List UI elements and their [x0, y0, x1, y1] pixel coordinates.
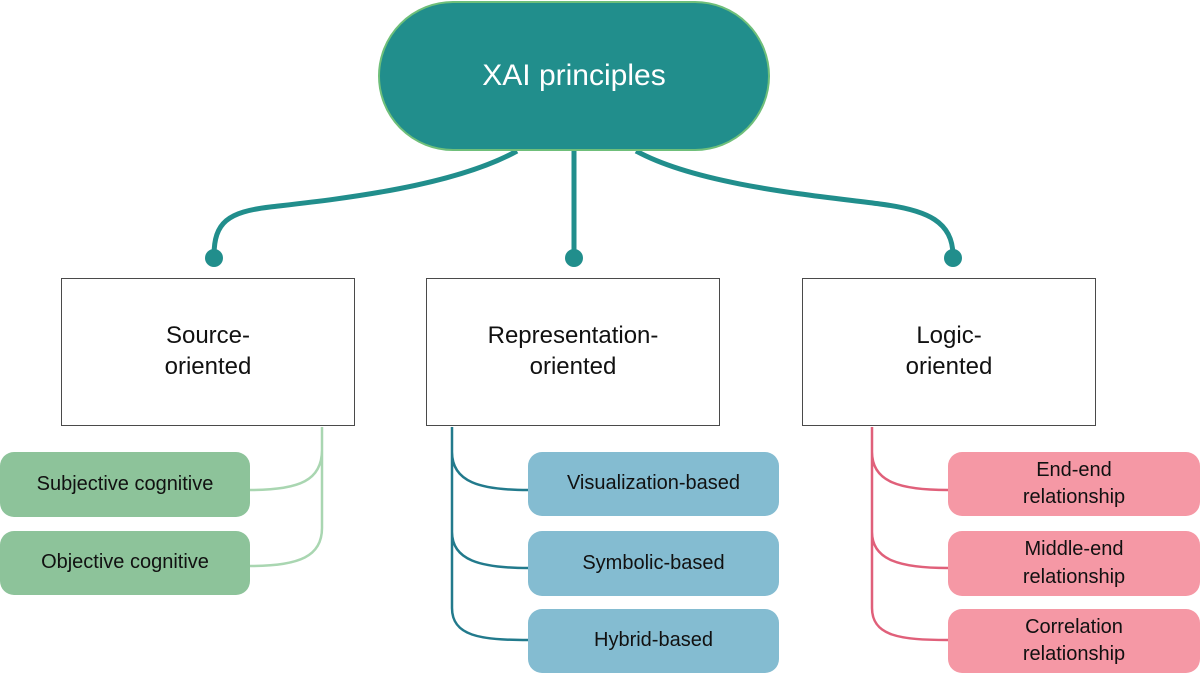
- source-bracket-lines: [249, 427, 324, 568]
- connector-root-to-logic: [634, 148, 956, 257]
- root-node-xai-principles: XAI principles: [378, 1, 770, 151]
- leaf-label: Subjective cognitive: [36, 472, 214, 495]
- representation-bracket-lines: [450, 427, 529, 642]
- leaf-label: Objective cognitive: [41, 551, 209, 574]
- leaf-label-line2: relationship: [1022, 643, 1126, 665]
- leaf-label-line1: Correlation: [1025, 615, 1123, 638]
- category-label-line2: oriented: [905, 353, 993, 380]
- root-label: XAI principles: [482, 59, 666, 92]
- connector-dot-representation: [565, 249, 583, 267]
- leaf-symbolic-based: Symbolic-based: [528, 531, 779, 596]
- leaf-hybrid-based: Hybrid-based: [528, 609, 779, 673]
- category-source-oriented: Source- oriented: [61, 278, 355, 426]
- leaf-label-line2: relationship: [1022, 565, 1126, 588]
- leaf-label: Visualization-based: [566, 472, 741, 495]
- leaf-label-line2: relationship: [1022, 486, 1126, 508]
- leaf-correlation-relationship: Correlation relationship: [948, 609, 1200, 673]
- leaf-label-line1: Middle-end: [1024, 538, 1124, 561]
- leaf-label-line1: End-end: [1036, 458, 1112, 481]
- leaf-subjective-cognitive: Subjective cognitive: [0, 452, 250, 517]
- leaf-middle-end-relationship: Middle-end relationship: [948, 531, 1200, 596]
- leaf-visualization-based: Visualization-based: [528, 452, 779, 516]
- connector-dot-logic: [944, 249, 962, 267]
- leaf-end-end-relationship: End-end relationship: [948, 452, 1200, 516]
- logic-bracket-lines: [870, 427, 949, 642]
- category-label-line1: Logic-: [916, 322, 982, 350]
- category-label-line1: Source-: [165, 322, 251, 350]
- leaf-label: Hybrid-based: [594, 629, 713, 652]
- connector-dot-source: [205, 249, 223, 267]
- category-label-line2: oriented: [164, 353, 252, 380]
- category-representation-oriented: Representation- oriented: [426, 278, 720, 426]
- category-logic-oriented: Logic- oriented: [802, 278, 1096, 426]
- leaf-label: Symbolic-based: [582, 551, 725, 574]
- category-label-line2: oriented: [529, 353, 617, 380]
- leaf-objective-cognitive: Objective cognitive: [0, 531, 250, 595]
- connector-root-to-source: [211, 148, 519, 257]
- category-label-line1: Representation-: [487, 322, 659, 350]
